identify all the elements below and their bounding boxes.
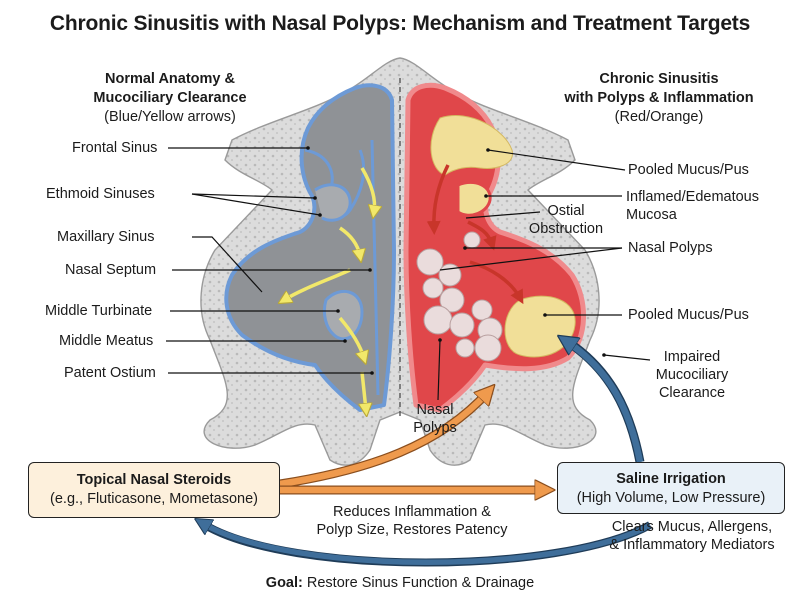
steroids-subtitle: (e.g., Fluticasone, Mometasone) [50,491,258,507]
goal-return-arrow-fill [202,523,652,565]
label-polyps-line1: Nasal [416,402,454,418]
label-pooled-mucus-bottom: Pooled Mucus/Pus [628,307,749,323]
label-patent-ostium: Patent Ostium [64,365,156,381]
yellow-flow-arrow [360,167,375,212]
label-inflamed-line1: Inflamed/Edematous [626,189,759,205]
right-header-line2: with Polyps & Inflammation [564,90,754,106]
label-nasal-polyps-center: Nasal Polyps [404,401,466,437]
label-reduces-line2: Polyp Size, Restores Patency [316,522,508,538]
label-clears-line1: Clears Mucus, Allergens, [611,519,773,535]
normal-turbinate [322,290,364,341]
left-leader-lines [166,146,374,375]
label-reduces-inflammation: Reduces Inflammation & Polyp Size, Resto… [302,503,522,539]
label-impaired-line3: Clearance [658,385,726,401]
label-ostial-line1: Ostial [547,203,585,219]
label-clears-line2: & Inflammatory Mediators [609,537,775,553]
mucus-pool-ethmoid [456,180,492,217]
right-header-line3: (Red/Orange) [614,109,704,125]
goal-text: Restore Sinus Function & Drainage [306,575,535,591]
label-ostial-line2: Obstruction [528,221,604,237]
label-inflamed-line2: Mucosa [626,207,677,223]
steroids-box: Topical Nasal Steroids (e.g., Fluticason… [28,462,280,518]
mucus-pool-top [430,115,513,176]
normal-ethmoid-cells [314,183,352,222]
yellow-flow-arrow [339,226,360,256]
label-middle-meatus: Middle Meatus [59,333,154,349]
label-polyps-line2: Polyps [413,420,457,436]
left-column-header: Normal Anatomy & Mucociliary Clearance (… [55,70,285,127]
saline-subtitle: (High Volume, Low Pressure) [576,490,766,506]
steroids-to-polyps-arrow-fill [279,392,488,488]
label-pooled-mucus-top: Pooled Mucus/Pus [628,162,749,178]
label-maxillary-sinus: Maxillary Sinus [57,229,155,245]
label-ethmoid-sinuses: Ethmoid Sinuses [46,186,155,202]
label-nasal-polyps-right: Nasal Polyps [628,240,713,256]
left-header-line1: Normal Anatomy & [105,71,235,87]
red-flow-arrow [426,164,450,235]
goal-label: Goal: [265,575,303,591]
red-flow-arrow [469,260,524,305]
steroids-title: Topical Nasal Steroids [76,472,232,488]
saline-to-mucus-arrow-fill [566,341,644,463]
normal-septum [370,139,380,396]
label-impaired-clearance: Impaired Mucociliary Clearance [640,348,744,402]
label-middle-turbinate: Middle Turbinate [45,303,153,319]
saline-title: Saline Irrigation [616,471,726,487]
page-title: Chronic Sinusitis with Nasal Polyps: Mec… [49,12,751,35]
right-header-line1: Chronic Sinusitis [599,71,719,87]
yellow-flow-arrow [362,371,366,410]
yellow-flow-arrow [338,316,364,358]
red-flow-arrow [467,220,497,251]
right-column-header: Chronic Sinusitis with Polyps & Inflamma… [528,70,790,127]
label-ostial-obstruction: Ostial Obstruction [518,202,614,238]
yellow-flow-arrow [284,268,351,300]
label-frontal-sinus: Frontal Sinus [72,140,158,156]
label-impaired-line2: Mucociliary [655,367,729,383]
left-header-line3: (Blue/Yellow arrows) [104,109,236,125]
label-clears-mucus: Clears Mucus, Allergens, & Inflammatory … [592,518,792,554]
label-inflamed-mucosa: Inflamed/Edematous Mucosa [626,188,759,224]
goal-caption: Goal: Restore Sinus Function & Drainage [0,574,800,592]
label-impaired-line1: Impaired [663,349,721,365]
left-header-line2: Mucociliary Clearance [93,90,247,106]
saline-box: Saline Irrigation (High Volume, Low Pres… [557,462,785,514]
right-leader-lines [437,148,651,401]
label-nasal-septum: Nasal Septum [65,262,157,278]
label-reduces-line1: Reduces Inflammation & [333,504,491,520]
